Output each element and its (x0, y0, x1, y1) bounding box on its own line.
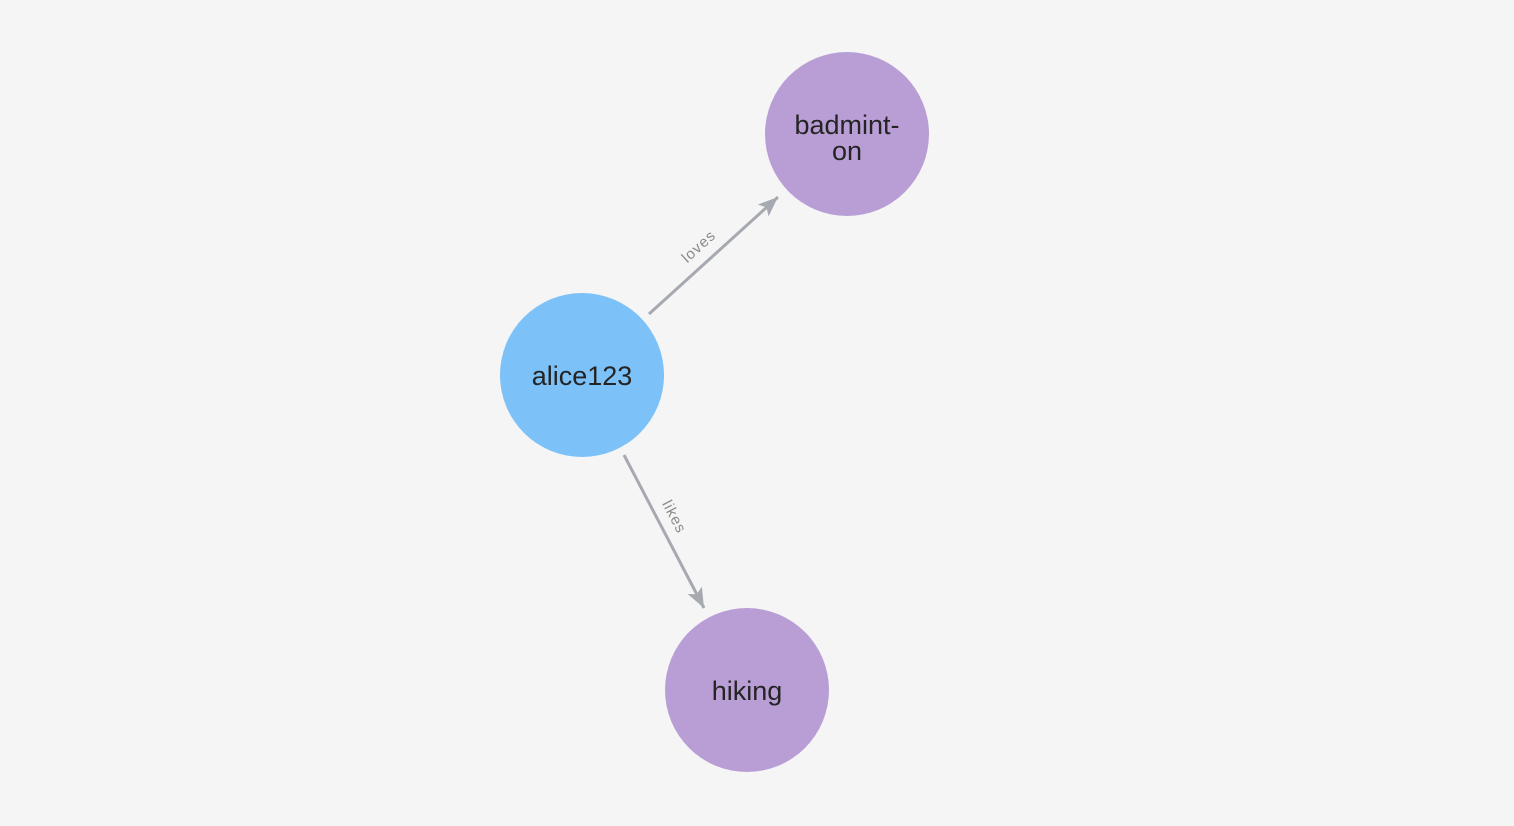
node-alice123[interactable]: alice123 (500, 293, 664, 457)
node-badminton-label-line1: badmint- (794, 110, 899, 140)
node-alice123-label: alice123 (532, 361, 633, 391)
node-badminton[interactable]: badmint-on (765, 52, 929, 216)
node-badminton-label-line2: on (832, 136, 862, 166)
node-alice123-circle[interactable] (500, 293, 664, 457)
node-hiking[interactable]: hiking (665, 608, 829, 772)
node-badminton-label: badmint-on (794, 110, 899, 166)
node-hiking-circle[interactable] (665, 608, 829, 772)
edge-likes-line[interactable] (622, 454, 706, 609)
node-hiking-label: hiking (712, 676, 783, 706)
edge-loves-line[interactable] (647, 195, 780, 316)
node-badminton-circle[interactable] (765, 52, 929, 216)
